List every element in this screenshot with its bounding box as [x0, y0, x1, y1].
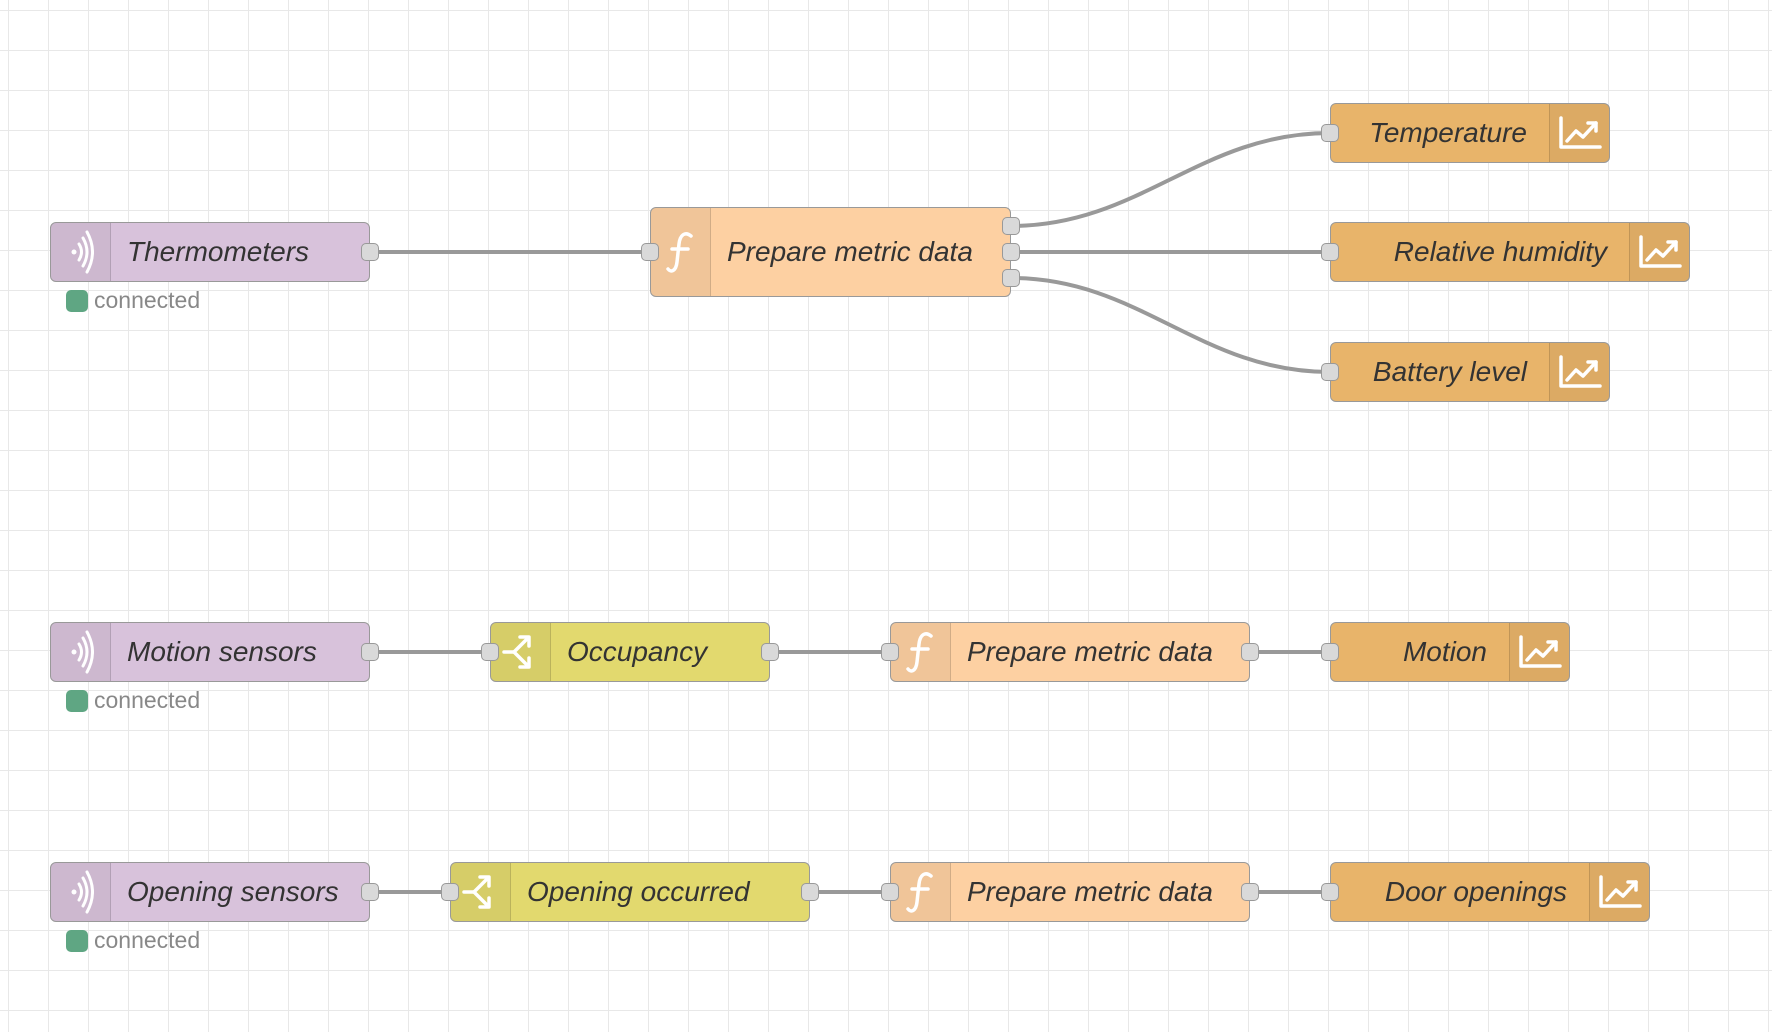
node-relative-humidity[interactable]: Relative humidity [1330, 222, 1690, 282]
node-label: Temperature [1369, 117, 1527, 148]
output-port[interactable] [361, 643, 379, 661]
node-label: Door openings [1384, 876, 1567, 907]
output-port[interactable] [1241, 883, 1259, 901]
input-port[interactable] [881, 643, 899, 661]
function-icon [891, 863, 951, 921]
output-port[interactable] [761, 643, 779, 661]
output-port-1[interactable] [1002, 217, 1020, 235]
node-label: Thermometers [127, 236, 310, 267]
input-port[interactable] [481, 643, 499, 661]
status-badge: connected [66, 287, 200, 314]
node-motion[interactable]: Motion [1330, 622, 1570, 682]
node-opening-sensors[interactable]: Opening sensors [50, 862, 370, 922]
wire-prepare-to-temperature[interactable] [1009, 131, 1332, 228]
chart-icon [1549, 343, 1609, 401]
node-label: Occupancy [567, 636, 708, 667]
function-icon [891, 623, 951, 681]
bluetooth-icon [51, 623, 111, 681]
node-occupancy[interactable]: Occupancy [490, 622, 770, 682]
bluetooth-icon [51, 223, 111, 281]
node-label: Prepare metric data [727, 236, 973, 267]
node-motion-sensors[interactable]: Motion sensors [50, 622, 370, 682]
input-port[interactable] [641, 243, 659, 261]
output-port[interactable] [1241, 643, 1259, 661]
node-label: Relative humidity [1393, 236, 1607, 267]
node-label: Opening sensors [127, 876, 339, 907]
node-label: Battery level [1372, 356, 1527, 387]
function-icon [651, 208, 711, 296]
node-door-openings[interactable]: Door openings [1330, 862, 1650, 922]
input-port[interactable] [1321, 883, 1339, 901]
node-label: Prepare metric data [967, 876, 1213, 907]
status-dot [66, 929, 88, 952]
node-temperature[interactable]: Temperature [1330, 103, 1610, 163]
status-text: connected [94, 927, 201, 953]
status-badge: connected [66, 687, 200, 714]
bluetooth-icon [51, 863, 111, 921]
input-port[interactable] [1321, 243, 1339, 261]
node-label: Opening occurred [527, 876, 750, 907]
input-port[interactable] [1321, 643, 1339, 661]
input-port[interactable] [1321, 124, 1339, 142]
node-opening-occurred[interactable]: Opening occurred [450, 862, 810, 922]
output-port[interactable] [361, 243, 379, 261]
output-port[interactable] [361, 883, 379, 901]
output-port-3[interactable] [1002, 269, 1020, 287]
chart-icon [1549, 104, 1609, 162]
status-dot [66, 289, 88, 312]
output-port-2[interactable] [1002, 243, 1020, 261]
node-battery-level[interactable]: Battery level [1330, 342, 1610, 402]
input-port[interactable] [1321, 363, 1339, 381]
status-text: connected [94, 687, 201, 713]
output-port[interactable] [801, 883, 819, 901]
status-dot [66, 689, 88, 712]
status-badge: connected [66, 927, 200, 954]
node-label: Prepare metric data [967, 636, 1213, 667]
node-label: Motion sensors [127, 636, 317, 667]
node-thermometers[interactable]: Thermometers [50, 222, 370, 282]
node-prepare-metric-data-1[interactable]: Prepare metric data [650, 207, 1011, 297]
node-prepare-metric-data-2[interactable]: Prepare metric data [890, 622, 1250, 682]
node-prepare-metric-data-3[interactable]: Prepare metric data [890, 862, 1250, 922]
wire-prepare-to-battery[interactable] [1009, 276, 1332, 374]
switch-icon [491, 623, 551, 681]
status-text: connected [94, 287, 201, 313]
chart-icon [1629, 223, 1689, 281]
chart-icon [1509, 623, 1569, 681]
node-label: Motion [1402, 636, 1487, 667]
switch-icon [451, 863, 511, 921]
chart-icon [1589, 863, 1649, 921]
input-port[interactable] [881, 883, 899, 901]
input-port[interactable] [441, 883, 459, 901]
